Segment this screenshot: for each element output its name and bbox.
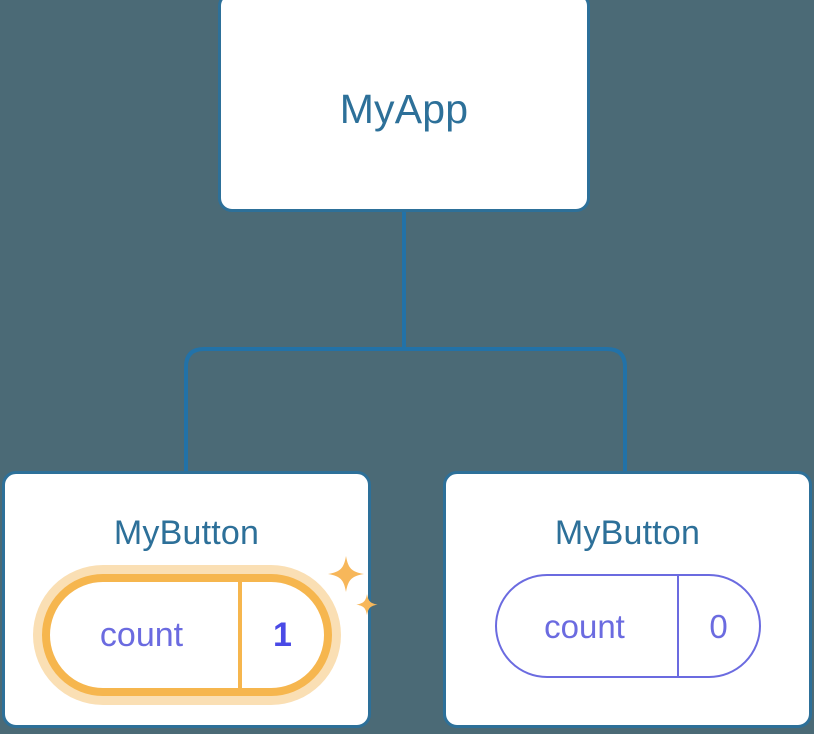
state-label-0: count bbox=[99, 616, 184, 654]
node-myapp-title: MyApp bbox=[339, 85, 469, 132]
state-label-1: count bbox=[544, 607, 625, 645]
connector-branch-right bbox=[404, 347, 627, 472]
node-mybutton-0-title: MyButton bbox=[113, 514, 260, 552]
node-mybutton-1-title: MyButton bbox=[554, 514, 701, 552]
node-mybutton-0[interactable]: MyButton count 1 bbox=[2, 471, 378, 728]
state-pill-1[interactable]: count 0 bbox=[494, 574, 761, 678]
state-value-1: 0 bbox=[676, 576, 759, 676]
state-pill-0[interactable]: count 1 bbox=[41, 574, 332, 696]
state-pill-wrap-0: count 1 bbox=[41, 556, 378, 696]
state-pill-wrap-1: count 0 bbox=[494, 574, 761, 678]
node-mybutton-1[interactable]: MyButton count 0 bbox=[443, 471, 812, 728]
state-value-0: 1 bbox=[237, 582, 324, 688]
node-myapp[interactable]: MyApp bbox=[218, 0, 590, 212]
connector-branch-left bbox=[184, 347, 404, 472]
